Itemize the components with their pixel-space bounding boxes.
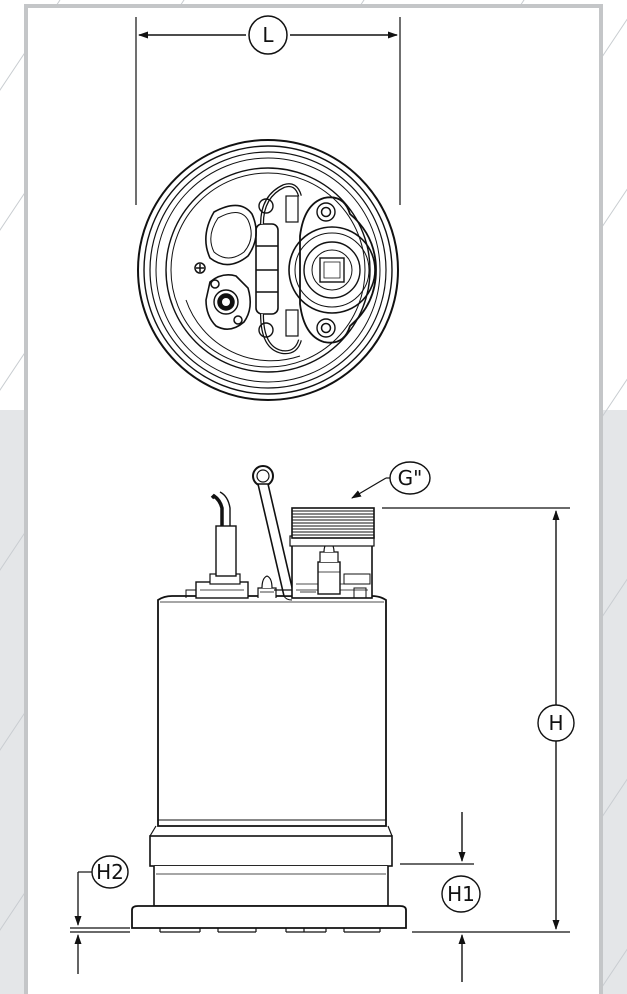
side-view xyxy=(70,461,575,982)
label-h2: H2 xyxy=(96,860,124,884)
dimension-h1 xyxy=(400,812,481,982)
dimension-h2 xyxy=(70,855,130,974)
label-g-thread: G" xyxy=(398,466,423,490)
dimension-l xyxy=(135,15,401,205)
drawing-frame xyxy=(24,4,603,994)
dimension-g-leader xyxy=(351,461,431,499)
dimension-h xyxy=(382,507,575,933)
top-view xyxy=(135,15,401,401)
label-h1: H1 xyxy=(447,882,475,906)
thread-lines xyxy=(292,510,374,536)
label-h: H xyxy=(548,711,563,735)
label-l: L xyxy=(262,23,274,47)
